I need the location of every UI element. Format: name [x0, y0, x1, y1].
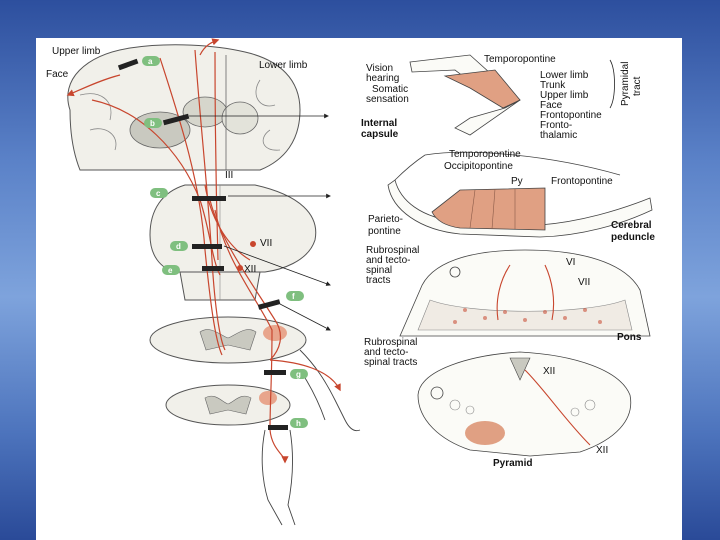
connector-lines [189, 113, 331, 331]
ic-pyramidal: Pyramidal [620, 62, 631, 106]
pons-rubro-1: Rubrospinal [366, 245, 419, 256]
section-badge-c: c [150, 188, 168, 198]
svg-text:h: h [296, 419, 301, 428]
svg-text:a: a [148, 57, 153, 66]
lumbar-spinal-section [165, 384, 291, 426]
label-nerve-vii: VII [260, 238, 272, 249]
ic-somatic: Somatic [372, 84, 408, 95]
med-rubro-3: spinal tracts [364, 357, 417, 368]
ic-tract: tract [632, 76, 643, 96]
internal-capsule-diagram [409, 54, 615, 136]
section-badge-f: f [286, 291, 304, 301]
med-xii-bottom: XII [596, 445, 608, 456]
ic-vision: Vision [366, 63, 393, 74]
ic-fronto: Fronto- [540, 120, 572, 131]
cp-parieto: Parieto- [368, 214, 403, 225]
cp-frontopontine: Frontopontine [551, 176, 613, 187]
ic-sensation: sensation [366, 94, 409, 105]
ic-lower-limb: Lower limb [540, 70, 589, 81]
section-badge-d: d [170, 241, 188, 251]
section-badge-h: h [290, 418, 308, 428]
med-rubro-2: and tecto- [364, 347, 408, 358]
ic-temporopontine: Temporopontine [484, 54, 556, 65]
section-badge-g: g [290, 369, 308, 379]
cp-temporopontine: Temporopontine [449, 149, 521, 160]
ic-title-1: Internal [361, 118, 397, 129]
ic-title-2: capsule [361, 129, 399, 140]
cervical-spinal-section [149, 316, 307, 364]
brain-coronal-section [67, 44, 301, 171]
label-lower-limb: Lower limb [259, 60, 308, 71]
limb-outline [261, 349, 361, 526]
medulla-diagram [417, 351, 632, 457]
nucleus-xii [237, 265, 243, 271]
pons-rubro-3: spinal [366, 265, 392, 276]
svg-text:f: f [292, 292, 295, 301]
ic-face: Face [540, 100, 563, 111]
corticospinal-fibers [66, 38, 341, 464]
pons-title: Pons [617, 332, 642, 343]
section-badge-e: e [162, 265, 180, 275]
cerebral-peduncle-diagram [387, 151, 653, 238]
svg-text:b: b [150, 119, 155, 128]
ic-frontopontine: Frontopontine [540, 110, 602, 121]
cp-title-2: peduncle [611, 232, 655, 243]
label-face: Face [46, 69, 69, 80]
cp-occipitopontine: Occipitopontine [444, 161, 513, 172]
pons-diagram [399, 249, 651, 337]
pons-vi: VI [566, 257, 575, 268]
ic-thalamic: thalamic [540, 130, 577, 141]
label-nerve-iii: III [225, 170, 233, 181]
med-title: Pyramid [493, 458, 532, 469]
ic-upper-limb: Upper limb [540, 90, 589, 101]
pons-rubro-2: and tecto- [366, 255, 410, 266]
pons-rubro-4: tracts [366, 275, 390, 286]
section-bars [117, 58, 288, 430]
section-badge-b: b [144, 118, 162, 128]
label-upper-limb: Upper limb [52, 46, 101, 57]
pons-vii: VII [578, 277, 590, 288]
section-badge-a: a [142, 56, 160, 66]
med-rubro-1: Rubrospinal [364, 337, 417, 348]
med-xii-top: XII [543, 366, 555, 377]
cp-pontine: pontine [368, 226, 401, 237]
nucleus-vii [250, 241, 256, 247]
cp-py: Py [511, 176, 523, 187]
svg-text:g: g [296, 370, 301, 379]
ic-trunk: Trunk [540, 80, 566, 91]
svg-text:d: d [176, 242, 181, 251]
label-nerve-xii: XII [244, 264, 256, 275]
svg-text:c: c [156, 189, 161, 198]
cp-title-1: Cerebral [611, 220, 652, 231]
svg-text:e: e [168, 266, 173, 275]
ic-hearing: hearing [366, 73, 399, 84]
